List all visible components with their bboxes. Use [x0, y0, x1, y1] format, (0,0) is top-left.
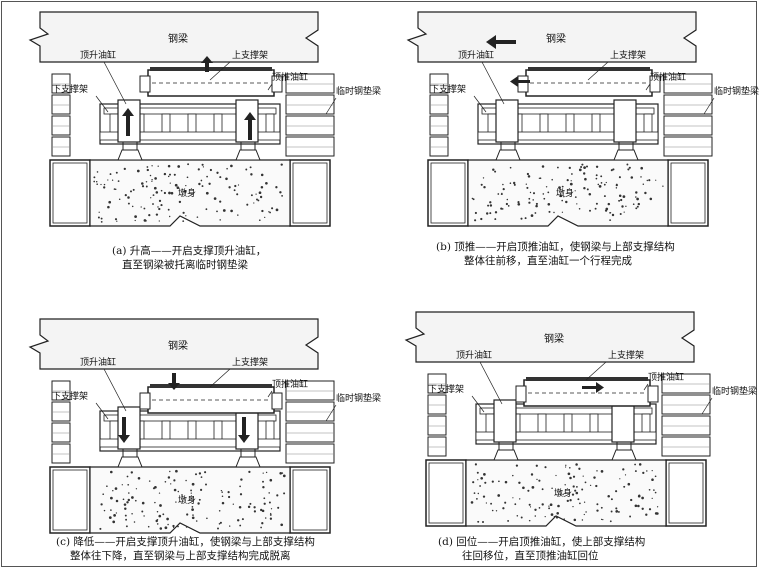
lower-support-frame	[99, 103, 281, 145]
pedestal-right	[235, 448, 261, 468]
caption-a-line1: (a) 升高——开启支撑顶升油缸，	[112, 245, 267, 257]
caption-b-line2: 整体往前移，直至油缸一个行程完成	[464, 255, 632, 267]
caption-c-line2: 整体往下降，直至钢梁与上部支撑结构完成脱离	[70, 550, 291, 562]
upper-support-frame	[517, 67, 661, 97]
label-temp-beam: 临时钢垫梁	[336, 85, 381, 97]
temp-beam-left	[51, 73, 71, 157]
label-upper-frame: 上支撑架	[608, 349, 644, 361]
temp-beam-left	[429, 73, 449, 157]
beam-label: 钢梁	[546, 32, 566, 45]
temp-beam-right	[661, 373, 711, 457]
pedestal-left	[117, 448, 143, 468]
label-upper-frame: 上支撑架	[610, 49, 646, 61]
upper-support-frame	[139, 384, 283, 414]
motion-arrows	[118, 373, 250, 443]
label-push-jack: 顶推油缸	[650, 71, 686, 83]
label-lower-frame: 下支撑架	[52, 390, 88, 402]
pedestal-left	[117, 141, 143, 161]
temp-beam-right	[663, 73, 713, 157]
label-lift-jack: 顶升油缸	[456, 349, 492, 361]
lift-jack-left	[495, 99, 519, 143]
label-temp-beam: 临时钢垫梁	[712, 385, 757, 397]
label-push-jack: 顶推油缸	[272, 378, 308, 390]
label-upper-frame: 上支撑架	[232, 356, 268, 368]
pedestal-left	[495, 141, 521, 161]
steel-beam	[406, 11, 697, 63]
motion-arrows	[122, 56, 256, 140]
beam-label: 钢梁	[544, 332, 564, 345]
pier-body	[427, 159, 709, 227]
pier-label: 墩身	[178, 494, 196, 506]
caption-d-line2: 往回移位，直至顶推油缸回位	[462, 550, 599, 562]
temp-beam-right	[285, 380, 335, 464]
caption-d-line1: (d) 回位——开启顶推油缸，使上部支撑结构	[438, 536, 646, 548]
temp-beam-left	[427, 373, 447, 457]
pier-body	[425, 459, 707, 527]
upper-support-frame	[139, 67, 283, 97]
pier-label: 墩身	[556, 187, 574, 199]
upper-support-frame	[515, 377, 659, 407]
label-temp-beam: 临时钢垫梁	[714, 85, 759, 97]
temp-beam-right	[285, 73, 335, 157]
label-lower-frame: 下支撑架	[430, 83, 466, 95]
pedestal-right	[613, 141, 639, 161]
pedestal-left	[493, 441, 519, 461]
steel-beam	[404, 311, 695, 363]
lift-jack-right	[613, 99, 637, 143]
caption-c-line1: (c) 降低——开启支撑顶升油缸，使钢梁与上部支撑结构	[56, 536, 315, 548]
label-temp-beam: 临时钢垫梁	[336, 392, 381, 404]
lower-support-frame	[475, 403, 657, 445]
motion-arrows	[486, 35, 530, 87]
steel-beam	[28, 11, 319, 63]
pier-label: 墩身	[554, 487, 572, 499]
label-lower-frame: 下支撑架	[52, 83, 88, 95]
pier-body	[49, 159, 331, 227]
lift-jack-left	[493, 399, 517, 443]
temp-beam-left	[51, 380, 71, 464]
label-lift-jack: 顶升油缸	[80, 49, 116, 61]
pier-label: 墩身	[178, 187, 196, 199]
lift-jack-left	[117, 406, 141, 450]
lift-jack-right	[235, 99, 259, 143]
label-lower-frame: 下支撑架	[428, 383, 464, 395]
motion-arrows	[582, 382, 604, 393]
label-push-jack: 顶推油缸	[648, 371, 684, 383]
pedestal-right	[235, 141, 261, 161]
label-lift-jack: 顶升油缸	[80, 356, 116, 368]
label-push-jack: 顶推油缸	[272, 71, 308, 83]
caption-a-line2: 直至钢梁被托离临时钢垫梁	[122, 259, 248, 271]
label-lift-jack: 顶升油缸	[458, 49, 494, 61]
label-upper-frame: 上支撑架	[232, 49, 268, 61]
caption-b-line1: (b) 顶推——开启顶推油缸，使钢梁与上部支撑结构	[436, 241, 675, 253]
beam-label: 钢梁	[168, 32, 188, 45]
steel-beam	[28, 318, 319, 370]
pedestal-right	[611, 441, 637, 461]
beam-label: 钢梁	[168, 339, 188, 352]
pier-body	[49, 466, 331, 534]
